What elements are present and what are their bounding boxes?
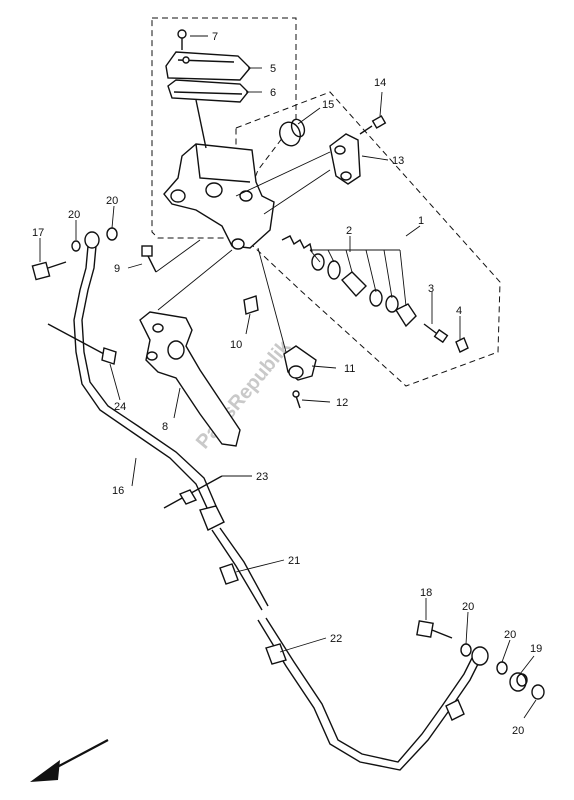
clutch-pipe-22-part	[257, 617, 489, 771]
callout-3: 3	[428, 283, 434, 295]
callout-20-upper-left: 20	[68, 209, 80, 221]
banjo-bolt-17-part	[31, 261, 67, 281]
clutch-hose-part	[73, 231, 225, 531]
callout-17: 17	[32, 227, 44, 239]
clamp-part	[329, 133, 361, 185]
clamp-bolt-part	[359, 115, 387, 135]
callout-24: 24	[114, 401, 126, 413]
clutch-lever-part	[139, 311, 241, 447]
callout-23: 23	[256, 471, 268, 483]
callout-2: 2	[346, 225, 352, 237]
washer-20c-part	[460, 643, 472, 657]
callout-16: 16	[112, 485, 124, 497]
washer-20a-part	[71, 240, 81, 252]
callout-1: 1	[418, 215, 424, 227]
clutch-switch-part	[283, 345, 317, 381]
callout-18: 18	[420, 587, 432, 599]
hose-clip-24-part	[47, 323, 117, 365]
cap-screw-part	[177, 29, 187, 50]
fitting-19-part	[509, 672, 528, 692]
callout-19: 19	[530, 643, 542, 655]
callout-14: 14	[374, 77, 386, 89]
callout-8: 8	[162, 421, 168, 433]
master-cylinder-body	[163, 99, 275, 250]
clutch-pipe-21-part	[211, 527, 269, 611]
piston-kit-part	[281, 235, 417, 328]
callout-5: 5	[270, 63, 276, 75]
bushing-part	[279, 118, 306, 147]
washer-20d-part	[496, 661, 508, 675]
push-rod-part	[423, 323, 449, 344]
pivot-bolt-part	[141, 245, 157, 273]
lever-cap-part	[243, 295, 259, 315]
leader-lines	[39, 35, 537, 719]
callout-11: 11	[344, 363, 355, 375]
callout-20-lower-b: 20	[504, 629, 516, 641]
callout-21: 21	[288, 555, 300, 567]
banjo-bolt-18-part	[416, 620, 453, 639]
callout-15: 15	[322, 99, 334, 111]
front-direction-arrow	[30, 739, 109, 782]
callout-20-lower-c: 20	[512, 725, 524, 737]
callout-13: 13	[392, 155, 404, 167]
callout-20-upper-mid: 20	[106, 195, 118, 207]
piston-kit-group-outline	[235, 91, 501, 387]
callout-6: 6	[270, 87, 276, 99]
callout-12: 12	[336, 397, 348, 409]
callout-labels: 1 2 3 4 5 6 7 8 9 10 11 12 13 14 15 16 1…	[32, 31, 542, 737]
hose-clip-23-part	[163, 475, 223, 509]
callout-7: 7	[212, 31, 218, 43]
callout-20-lower-a: 20	[462, 601, 474, 613]
callout-4: 4	[456, 305, 462, 317]
washer-20e-part	[531, 684, 545, 700]
callout-10: 10	[230, 339, 242, 351]
dust-boot-part	[455, 337, 469, 353]
callout-22: 22	[330, 633, 342, 645]
diaphragm-part	[167, 79, 249, 103]
switch-screw-part	[292, 390, 301, 409]
reservoir-cap-part	[165, 51, 251, 81]
callout-9: 9	[114, 263, 120, 275]
washer-20b-part	[106, 227, 118, 241]
